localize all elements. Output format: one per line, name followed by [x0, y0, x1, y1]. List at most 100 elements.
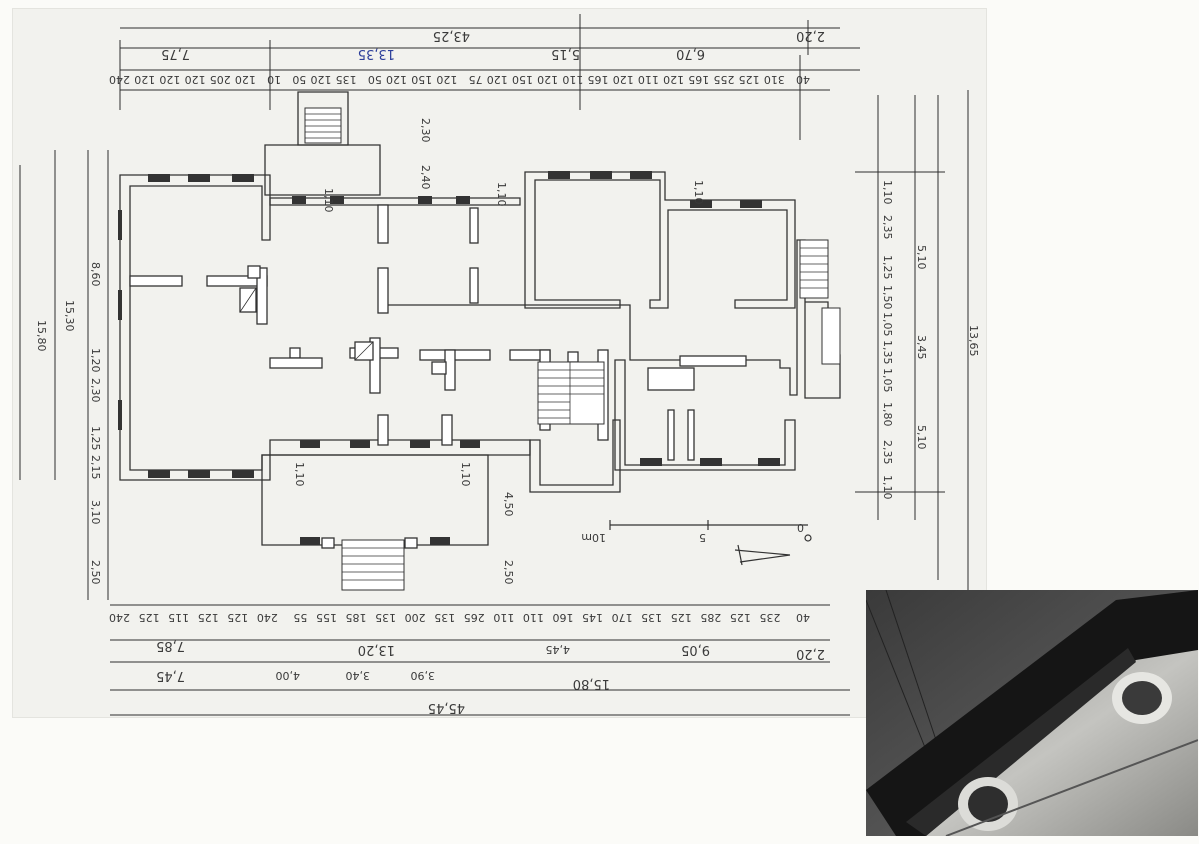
right-dimension: 1,05	[881, 312, 894, 337]
top-tick-dimension: 120	[235, 73, 256, 86]
bottom-tick-dimension: 125	[730, 611, 751, 624]
bottom-tick-dimension: 55	[293, 611, 307, 624]
right-dimension: 1,10	[881, 180, 894, 205]
inner-dimension: 2,30	[419, 118, 432, 143]
bottom-dimension: 3,90	[411, 669, 436, 682]
bottom-tick-dimension: 125	[227, 611, 248, 624]
right-dimension: 13,65	[967, 325, 980, 357]
top-tick-dimension: 120	[185, 73, 206, 86]
left-dimension: 2,50	[89, 560, 102, 585]
right-dimension: 2,35	[881, 440, 894, 465]
bottom-tick-dimension: 125	[139, 611, 160, 624]
bottom-tick-dimension: 125	[198, 611, 219, 624]
bottom-tick-dimension: 110	[493, 611, 514, 624]
top-tick-dimension: 120	[310, 73, 331, 86]
bottom-tick-dimension: 135	[641, 611, 662, 624]
right-dimension: 5,10	[915, 425, 928, 450]
top-dimension: 6,70	[676, 46, 705, 61]
top-tick-dimension: 75	[469, 73, 483, 86]
left-dimension: 1,25	[89, 426, 102, 451]
inner-dimension: 1,10	[293, 462, 306, 487]
top-dimension: 5,15	[551, 46, 580, 61]
bottom-total-dimension: 45,45	[428, 700, 465, 715]
bottom-tick-dimension: 170	[612, 611, 633, 624]
inner-dimension: 2,50	[502, 560, 515, 585]
right-dimension: 1,25	[881, 255, 894, 280]
bottom-tick-dimension: 115	[168, 611, 189, 624]
top-tick-dimension: 165	[688, 73, 709, 86]
left-dimension: 8,60	[89, 262, 102, 287]
bottom-tick-dimension: 155	[316, 611, 337, 624]
inner-dimension: 1,10	[322, 188, 335, 213]
top-dimension: 2,20	[796, 28, 825, 43]
top-tick-dimensions: 240 120 120 120 205 120 10 50 120 135 50 120 150 120 7…	[109, 73, 810, 86]
left-dimension: 15,30	[63, 300, 76, 332]
bottom-tick-dimension: 235	[759, 611, 780, 624]
bottom-dimension: 13,20	[358, 642, 395, 657]
right-dimension: 2,35	[881, 215, 894, 240]
left-dimension: 2,15	[89, 455, 102, 480]
top-tick-dimension: 255	[713, 73, 734, 86]
top-tick-dimension: 310	[764, 73, 785, 86]
photo-image	[866, 590, 1198, 836]
bottom-tick-dimension: 200	[405, 611, 426, 624]
bottom-tick-dimension: 240	[257, 611, 278, 624]
right-dimension: 1,10	[881, 475, 894, 500]
bottom-dimension: 3,40	[346, 669, 371, 682]
inner-dimension: 1,10	[692, 180, 705, 205]
left-dimension: 1,20	[89, 348, 102, 373]
inner-dimension: 2,40	[419, 165, 432, 190]
top-tick-dimension: 120	[663, 73, 684, 86]
bottom-dimension: 4,00	[276, 669, 301, 682]
right-dimension: 1,50	[881, 285, 894, 310]
bottom-tick-dimension: 145	[582, 611, 603, 624]
top-tick-dimension: 120	[436, 73, 457, 86]
top-tick-dimension: 135	[336, 73, 357, 86]
bottom-dimensions: 45,45 15,80 7,45 7,85 4,00 3,40 3,90 13,…	[156, 638, 825, 715]
top-tick-dimension: 240	[109, 73, 130, 86]
bottom-tick-dimension: 160	[552, 611, 573, 624]
bottom-tick-dimension: 265	[464, 611, 485, 624]
right-dimensions: 13,655,103,455,101,102,351,251,501,051,3…	[881, 180, 980, 500]
bottom-tick-dimension: 240	[109, 611, 130, 624]
top-tick-dimension: 120	[537, 73, 558, 86]
top-tick-dimension: 110	[638, 73, 659, 86]
bottom-tick-dimension: 285	[700, 611, 721, 624]
top-dimension: 13,35	[358, 46, 395, 61]
top-tick-dimension: 150	[411, 73, 432, 86]
top-tick-dimension: 10	[267, 73, 281, 86]
top-total-dimension: 43,25	[433, 28, 470, 43]
top-tick-dimension: 205	[210, 73, 231, 86]
top-tick-dimension: 125	[739, 73, 760, 86]
top-tick-dimension: 50	[368, 73, 382, 86]
top-tick-dimension: 120	[159, 73, 180, 86]
top-tick-dimension: 120	[386, 73, 407, 86]
bottom-dimension: 15,80	[573, 676, 610, 691]
top-tick-dimension: 120	[613, 73, 634, 86]
top-tick-dimension: 120	[134, 73, 155, 86]
scale-label-0: 0	[797, 521, 804, 534]
right-dimension: 1,05	[881, 368, 894, 393]
top-dimension: 7,75	[161, 46, 190, 61]
left-dimension: 15,80	[35, 320, 48, 352]
bottom-dimension: 7,85	[156, 638, 185, 653]
top-tick-dimension: 50	[292, 73, 306, 86]
top-tick-dimension: 165	[588, 73, 609, 86]
bottom-dimension: 9,05	[681, 642, 710, 657]
top-dimensions: 43,25 7,75 13,35 5,15 6,70 2,20	[161, 28, 825, 61]
inner-dimension: 1,10	[459, 462, 472, 487]
bottom-tick-dimension: 185	[346, 611, 367, 624]
top-tick-dimension: 150	[512, 73, 533, 86]
bottom-tick-dimension: 135	[434, 611, 455, 624]
bottom-tick-dimension: 110	[523, 611, 544, 624]
bottom-tick-dimension: 135	[375, 611, 396, 624]
right-dimension: 1,80	[881, 402, 894, 427]
inner-dimension: 1,10	[495, 182, 508, 207]
scale-label-10m: 10m	[581, 531, 606, 544]
bottom-dimension: 7,45	[156, 668, 185, 683]
top-tick-dimension: 40	[796, 73, 810, 86]
inner-dimension: 4,50	[502, 492, 515, 517]
